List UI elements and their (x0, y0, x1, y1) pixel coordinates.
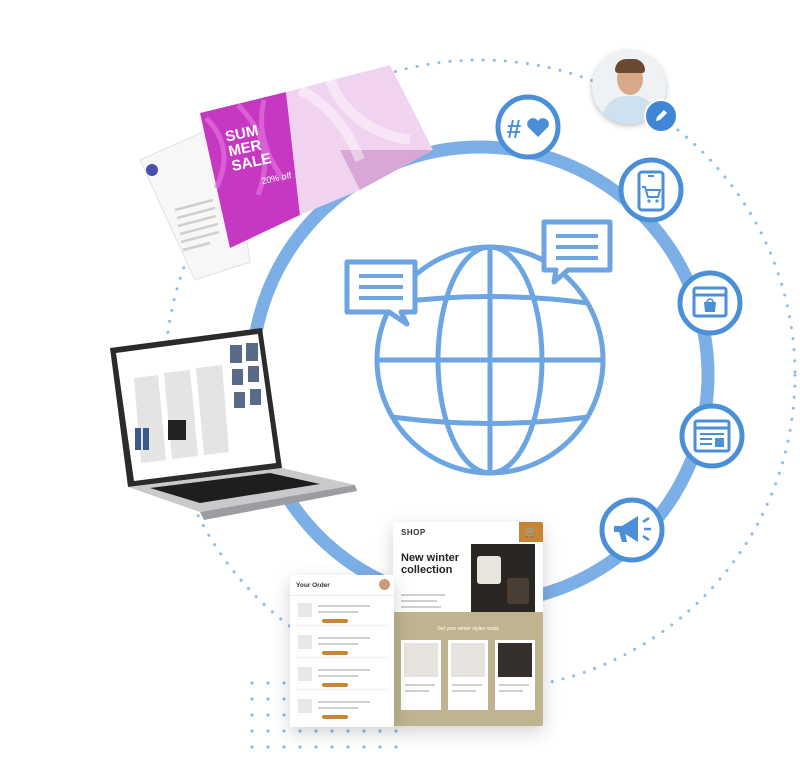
grid-dot (250, 681, 254, 685)
grid-dot (282, 729, 286, 733)
grid-dot (250, 745, 254, 749)
hashtag-heart-icon: # (495, 94, 561, 160)
product-card[interactable] (448, 640, 488, 710)
grid-dot (346, 729, 350, 733)
cart-icon[interactable]: 🛒 (519, 522, 543, 542)
grid-dot (282, 745, 286, 749)
order-card: Your Order (290, 575, 394, 727)
grid-dot (394, 745, 398, 749)
grid-dot (378, 745, 382, 749)
grid-dot (298, 745, 302, 749)
grid-dot (362, 729, 366, 733)
grid-dot (266, 729, 270, 733)
order-button[interactable] (322, 619, 348, 623)
grid-dot (250, 713, 254, 717)
grid-dot (250, 697, 254, 701)
grid-dot (314, 729, 318, 733)
grid-dot (378, 729, 382, 733)
grid-dot (394, 729, 398, 733)
grid-dot (330, 729, 334, 733)
grid-dot (362, 745, 366, 749)
grid-dot (266, 745, 270, 749)
grid-dot (298, 729, 302, 733)
grid-dot (266, 713, 270, 717)
edit-pencil-icon[interactable] (644, 99, 678, 133)
order-row (296, 599, 388, 626)
order-button[interactable] (322, 715, 348, 719)
hero-title: New winter collection (401, 552, 460, 576)
brochure (139, 65, 433, 281)
grid-dot (282, 697, 286, 701)
mobile-cart-icon (618, 157, 684, 223)
avatar (379, 579, 390, 590)
shop-brand: SHOP (401, 527, 426, 537)
grid-dot (266, 697, 270, 701)
order-button[interactable] (322, 683, 348, 687)
grid-dot (314, 745, 318, 749)
order-title: Your Order (290, 575, 394, 596)
order-row (296, 631, 388, 658)
svg-text:#: # (507, 114, 522, 144)
order-row (296, 695, 388, 721)
chat-bubble-icon (344, 259, 418, 327)
grid-dot (346, 745, 350, 749)
laptop (110, 328, 357, 520)
product-card[interactable] (401, 640, 441, 710)
web-shop-icon (677, 270, 743, 336)
grid-dot (266, 681, 270, 685)
grid-dot (330, 745, 334, 749)
grid-dot (250, 729, 254, 733)
shop-header: SHOP 🛒 (393, 522, 543, 542)
newsletter-icon (679, 403, 745, 469)
megaphone-icon (599, 497, 665, 563)
grid-dot (282, 713, 286, 717)
chat-bubble-icon (541, 219, 613, 285)
band-text: Get your winter styles ready (437, 626, 499, 632)
grid-dot (282, 681, 286, 685)
globe-icon (374, 244, 606, 476)
shop-band: Get your winter styles ready (393, 612, 543, 726)
order-button[interactable] (322, 651, 348, 655)
product-card[interactable] (495, 640, 535, 710)
shop-card: SHOP 🛒 New winter collection Get your wi… (393, 522, 543, 726)
order-row (296, 663, 388, 690)
